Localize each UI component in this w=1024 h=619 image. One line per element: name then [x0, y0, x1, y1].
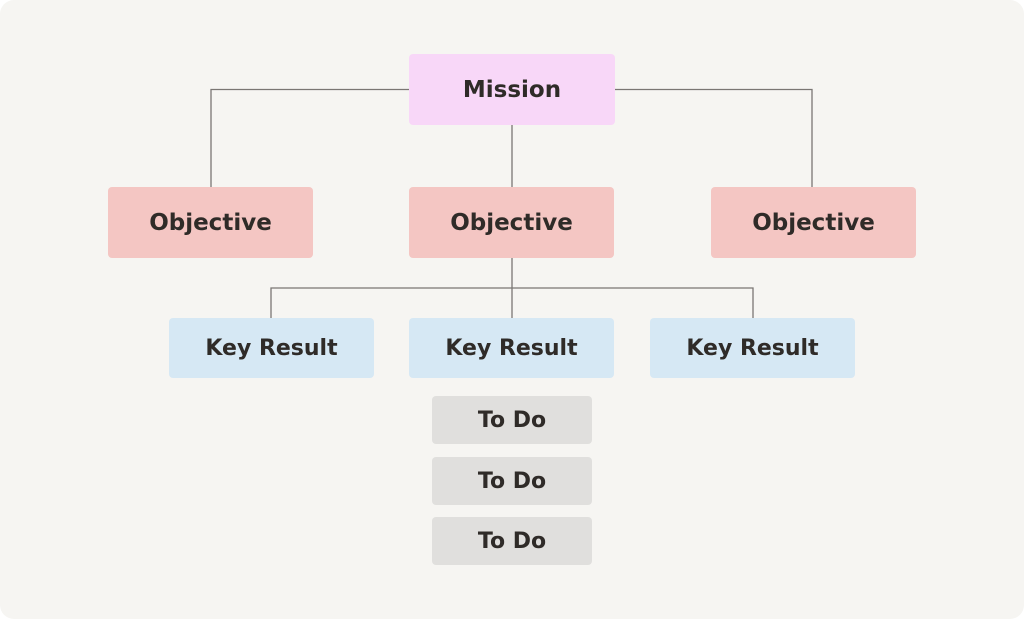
mission-label: Mission [462, 76, 562, 103]
objective-box-right: Objective [711, 187, 916, 258]
objective-box-left: Objective [108, 187, 313, 258]
connector-mission-objective-left [210, 88, 409, 187]
todo-label: To Do [477, 528, 547, 554]
connector-mission-objective-right [615, 88, 813, 187]
connector-objective-keyresults [270, 258, 754, 318]
todo-label: To Do [477, 468, 547, 494]
objective-label: Objective [450, 209, 573, 236]
key-result-label: Key Result [445, 335, 578, 361]
key-result-label: Key Result [686, 335, 819, 361]
todo-box-1: To Do [432, 396, 592, 444]
key-result-box-right: Key Result [650, 318, 855, 378]
objective-label: Objective [149, 209, 272, 236]
key-result-box-left: Key Result [169, 318, 374, 378]
todo-label: To Do [477, 407, 547, 433]
mission-box: Mission [409, 54, 615, 125]
todo-box-3: To Do [432, 517, 592, 565]
key-result-label: Key Result [205, 335, 338, 361]
objective-label: Objective [752, 209, 875, 236]
todo-box-2: To Do [432, 457, 592, 505]
objective-box-center: Objective [409, 187, 614, 258]
key-result-box-center: Key Result [409, 318, 614, 378]
